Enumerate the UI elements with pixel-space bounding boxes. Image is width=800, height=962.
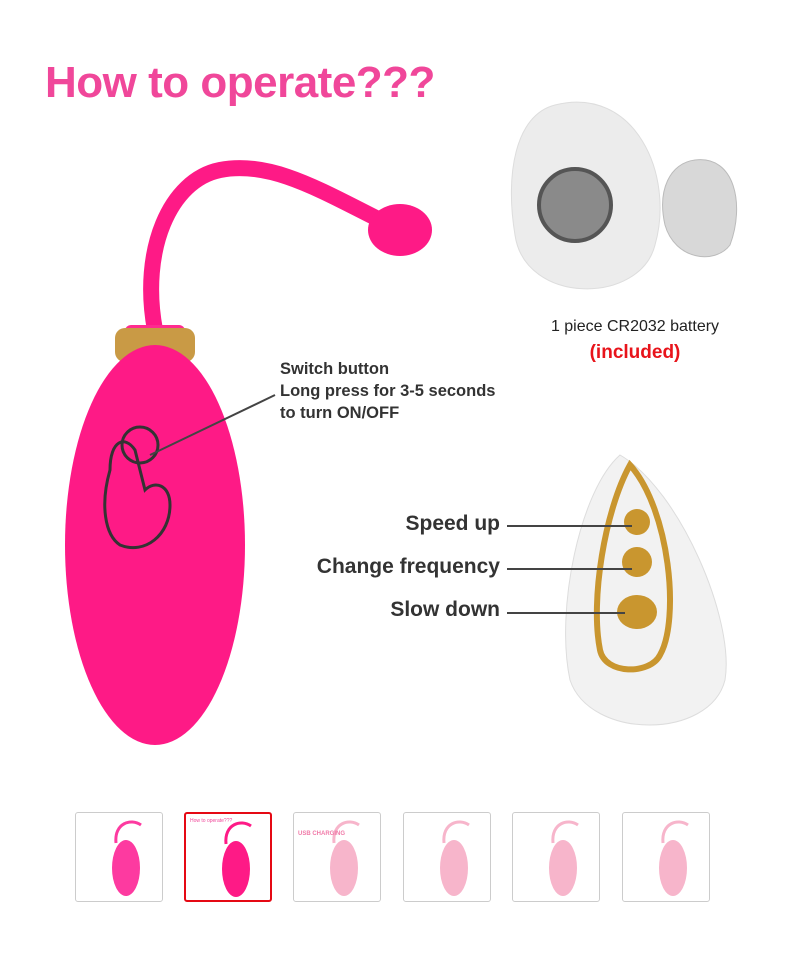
thumbnail-2[interactable]: How to operate???: [184, 812, 272, 902]
speed-up-button: [624, 509, 650, 535]
egg-vibrator-image: [65, 160, 432, 745]
thumbnail-4[interactable]: [403, 812, 491, 902]
thumbnail-1[interactable]: [75, 812, 163, 902]
speed-up-label: Speed up: [405, 512, 500, 535]
battery-included-label: (included): [589, 342, 681, 363]
thumbnail-text: USB CHARGING: [298, 831, 346, 837]
battery-caption: 1 piece CR2032 battery: [550, 318, 720, 335]
switch-instruction: Long press for 3-5 seconds: [280, 382, 496, 400]
remote-back-battery-image: [510, 101, 737, 290]
thumbnail-6[interactable]: [622, 812, 710, 902]
page-title: How to operate???: [45, 58, 435, 107]
hand-press-icon: [103, 425, 172, 550]
slow-down-label: Slow down: [390, 598, 500, 621]
slow-down-pointer: [507, 612, 625, 614]
thumbnail-5[interactable]: [512, 812, 600, 902]
frequency-pointer: [507, 568, 632, 570]
switch-button-label: Switch button Long press for 3-5 seconds…: [280, 358, 495, 424]
thumbnail-text: How to operate???: [190, 818, 233, 824]
change-frequency-label: Change frequency: [316, 555, 500, 578]
slow-down-button: [617, 595, 657, 629]
switch-instruction-2: to turn ON/OFF: [280, 404, 400, 422]
switch-title: Switch button: [280, 360, 390, 378]
remote-control-image: [565, 454, 727, 726]
thumbnail-3[interactable]: USB CHARGING: [293, 812, 381, 902]
frequency-button: [622, 547, 652, 577]
speed-up-pointer: [507, 525, 632, 527]
